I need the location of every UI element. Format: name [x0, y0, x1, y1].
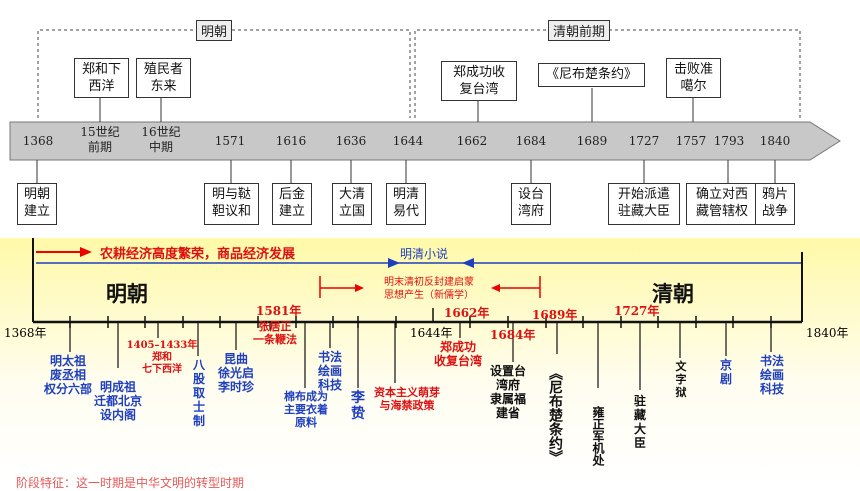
end-year: 1840年 [806, 326, 849, 340]
year-1616: 1616 [275, 134, 307, 148]
event-grand-council: 雍正军机处 [591, 406, 605, 466]
year-1368: 1368 [22, 134, 54, 148]
event-taiwan-fujian: 设置台 湾府 隶属福 建省 [489, 364, 526, 420]
year-1689-bottom: 1689年 [532, 308, 578, 322]
event-colonists: 殖民者 东来 [136, 58, 191, 98]
event-zheng-chenggong: 郑成功收 复台湾 [441, 61, 517, 101]
event-taiwan-prefecture: 设台 湾府 [511, 183, 551, 225]
event-ming-qing-transition: 明清 易代 [386, 183, 426, 225]
event-cotton: 棉布成为 主要衣着 原料 [284, 390, 328, 429]
event-kunqu: 昆曲 徐光启 李时珍 [217, 352, 254, 394]
year-1727: 1727 [628, 134, 660, 148]
event-li-zhi: 李 贽 [351, 390, 365, 422]
year-1644-bottom: 1644年 [410, 326, 453, 340]
event-qing-founded: 大清 立国 [332, 183, 372, 225]
ming-dynasty-label: 明朝 [106, 281, 148, 306]
event-eight-legged: 八 股 取 士 制 [192, 358, 205, 428]
year-1581: 1581年 [256, 304, 302, 318]
event-yongle: 明成祖 迁都北京 设内阁 [93, 380, 142, 422]
year-1644: 1644 [392, 134, 424, 148]
event-literary-inquisition: 文 字 狱 [675, 360, 687, 399]
event-koxinga: 郑成功 收复台湾 [433, 340, 482, 368]
event-nerchinsk-bottom: 《尼布楚条约》 [547, 366, 563, 464]
year-15c: 15世纪 前期 [80, 125, 120, 154]
event-arts-qing: 书法 绘画 科技 [759, 354, 784, 396]
year-1662: 1662 [456, 134, 488, 148]
year-1684-bottom: 1684年 [490, 328, 536, 342]
event-later-jin: 后金 建立 [272, 183, 312, 225]
year-16c: 16世纪 中期 [141, 125, 181, 154]
event-ming-tatar-peace: 明与鞑 靼议和 [204, 183, 259, 225]
year-1684: 1684 [515, 134, 547, 148]
qing-period-label: 清朝前期 [548, 20, 611, 41]
event-zhenghe-voyages: 1405–1433年 郑和 七下西洋 [126, 340, 198, 375]
year-1757: 1757 [675, 134, 707, 148]
year-1840: 1840 [759, 134, 791, 148]
event-ming-founded: 明朝 建立 [17, 183, 57, 225]
event-zheng-he: 郑和下 西洋 [74, 58, 129, 98]
year-1662-bottom: 1662年 [444, 306, 490, 320]
qing-dynasty-label: 清朝 [652, 281, 694, 306]
event-hongwu: 明太祖 废丞相 权分六部 [43, 354, 92, 396]
stage-feature-footer: 阶段特征：这一时期是中华文明的转型时期 [16, 476, 245, 490]
event-tibet-jurisdiction: 确立对西 藏管辖权 [686, 183, 758, 225]
event-nerchinsk: 《尼布楚条约》 [538, 63, 645, 87]
banner-economy: 农耕经济高度繁荣，商品经济发展 [100, 247, 296, 262]
year-1689: 1689 [576, 134, 608, 148]
year-1636: 1636 [335, 134, 367, 148]
event-dzungar: 击败准 噶尔 [666, 58, 721, 98]
event-single-whip: 张居正 一条鞭法 [253, 320, 297, 346]
bottom-timeline-graphic [32, 238, 803, 390]
event-amban: 驻 藏 大 臣 [633, 394, 646, 450]
year-1793: 1793 [713, 134, 745, 148]
bottom-timeline-panel: 农耕经济高度繁荣，商品经济发展 明清小说 明朝 清朝 明末清初反封建启蒙 思想产… [0, 238, 860, 490]
enlightenment-label: 明末清初反封建启蒙 思想产生（新儒学） [384, 277, 474, 301]
year-1727-bottom: 1727年 [614, 304, 660, 318]
event-opium-war: 鸦片 战争 [755, 183, 795, 225]
event-arts-ming: 书法 绘画 科技 [317, 350, 342, 392]
event-peking-opera: 京 剧 [719, 358, 732, 386]
top-timeline-graphic [9, 29, 841, 183]
start-year: 1368年 [4, 326, 47, 340]
banner-novels: 明清小说 [400, 247, 449, 261]
event-tibet-ministers: 开始派遣 驻藏大臣 [608, 183, 680, 225]
year-1571: 1571 [214, 134, 246, 148]
ming-period-label: 明朝 [196, 20, 233, 41]
event-capitalism: 资本主义萌芽 与海禁政策 [374, 386, 440, 412]
